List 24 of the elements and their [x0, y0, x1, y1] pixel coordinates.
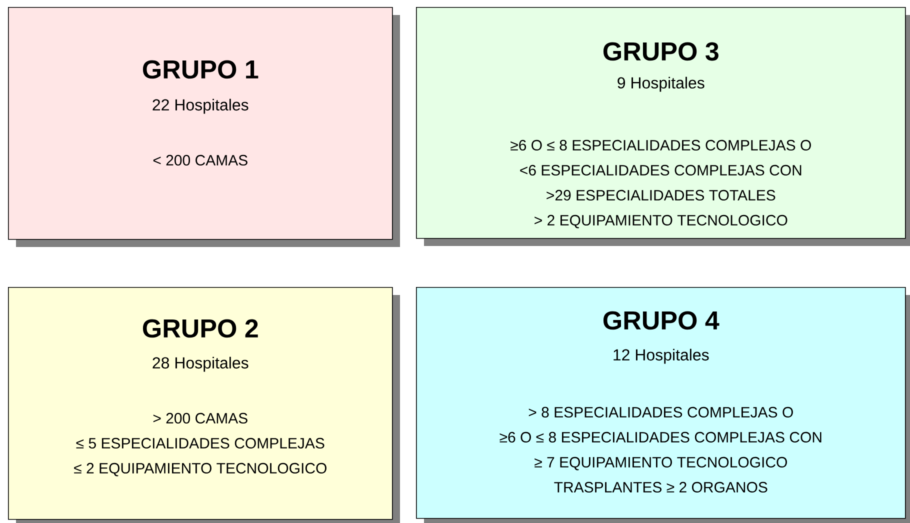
- criterion-text: ≥6 O ≤ 8 ESPECIALIDADES COMPLEJAS O: [510, 140, 811, 151]
- group-box: [416, 7, 906, 239]
- criterion-text: TRASPLANTES ≥ 2 ORGANOS: [554, 482, 768, 493]
- group-box: [8, 287, 393, 520]
- group-box: [8, 7, 393, 240]
- hospital-count: 28 Hospitales: [152, 356, 248, 372]
- group-title: GRUPO 2: [142, 319, 258, 338]
- criterion-text: > 8 ESPECIALIDADES COMPLEJAS O: [528, 406, 793, 418]
- criterion-text: <6 ESPECIALIDADES COMPLEJAS CON: [520, 164, 802, 176]
- criterion-text: ≥ 7 EQUIPAMIENTO TECNOLOGICO: [534, 456, 787, 470]
- criterion-text: < 200 CAMAS: [153, 154, 248, 166]
- group-box: [416, 287, 906, 519]
- criterion-text: > 200 CAMAS: [153, 412, 248, 424]
- criterion-text: ≤ 5 ESPECIALIDADES COMPLEJAS: [76, 438, 324, 449]
- hospital-count: 12 Hospitales: [614, 348, 709, 364]
- group-title: GRUPO 1: [142, 60, 258, 79]
- criterion-text: >29 ESPECIALIDADES TOTALES: [546, 190, 776, 201]
- group-title: GRUPO 3: [603, 42, 718, 61]
- criterion-text: > 2 EQUIPAMIENTO TECNOLOGICO: [534, 214, 788, 228]
- hospital-count: 22 Hospitales: [152, 98, 248, 114]
- criterion-text: ≥6 O ≤ 8 ESPECIALIDADES COMPLEJAS CON: [500, 432, 822, 443]
- hospital-count: 9 Hospitales: [618, 76, 704, 92]
- group-title: GRUPO 4: [603, 311, 720, 330]
- criterion-text: ≤ 2 EQUIPAMIENTO TECNOLOGICO: [74, 462, 326, 476]
